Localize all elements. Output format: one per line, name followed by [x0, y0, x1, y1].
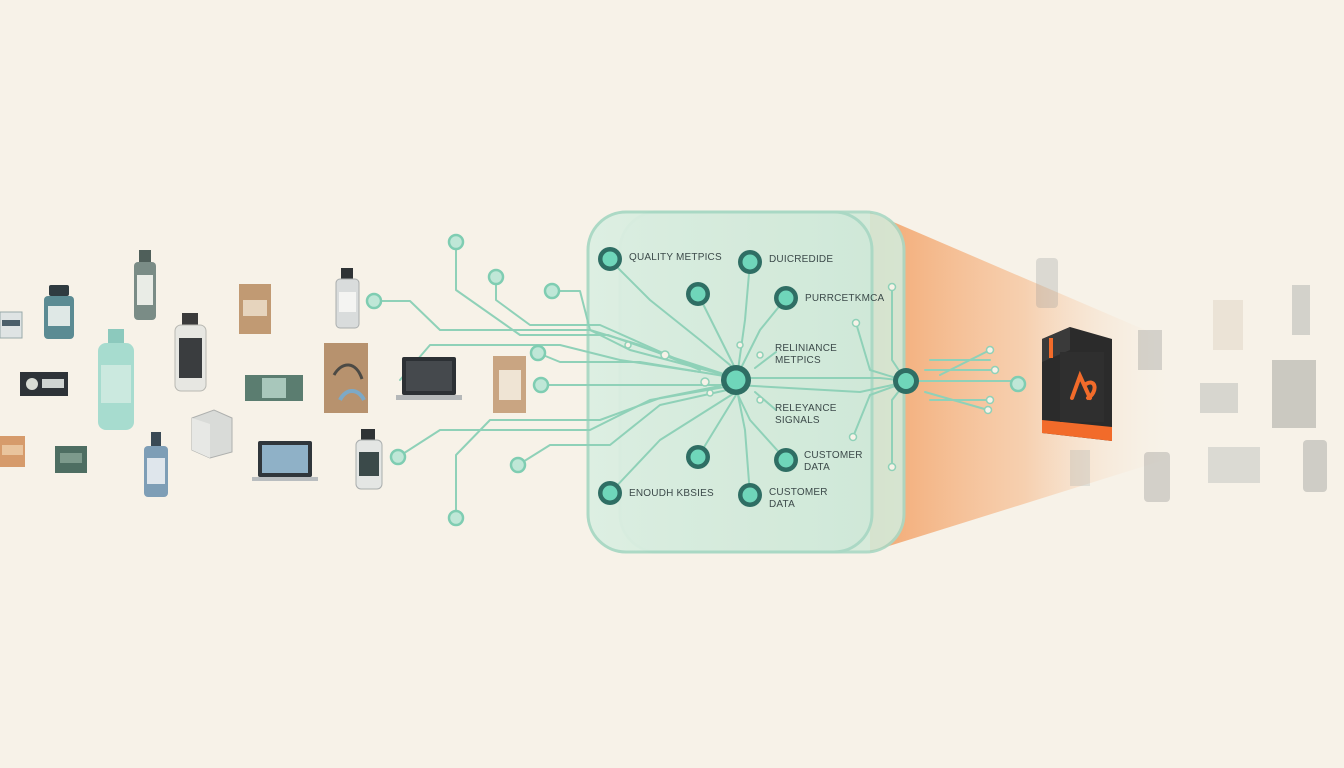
card-icon: [245, 375, 303, 401]
label-customer-data-b-2: DATA: [769, 499, 795, 510]
kraft-bag-icon: [493, 356, 526, 413]
node-customer-data-b: [738, 483, 762, 507]
node: [1009, 375, 1027, 393]
node-center: [721, 365, 751, 395]
node: [509, 456, 527, 474]
node: [532, 376, 550, 394]
box-icon: [191, 409, 233, 459]
outer-nodes: [365, 233, 1027, 527]
brand-box-icon: [1042, 327, 1112, 441]
label-relevance-signals-1: RELEYANCE: [775, 403, 837, 414]
laptop-icon: [252, 441, 318, 481]
node: [389, 448, 407, 466]
box-icon: [55, 446, 87, 473]
label-customer-data-b-1: CUSTOMER: [769, 487, 828, 498]
bottle-icon: [1036, 258, 1058, 308]
circuit-traces: [373, 241, 1019, 519]
node: [365, 292, 383, 310]
bottle-icon: [1138, 330, 1162, 370]
label-customer-data-a-2: DATA: [804, 462, 830, 473]
bottle-icon: [1144, 452, 1170, 502]
hub-nodes: [598, 247, 919, 507]
card-icon: [1292, 285, 1310, 335]
spray-bottle-icon: [144, 432, 168, 497]
laptop-icon: [1208, 447, 1260, 483]
jar-icon: [44, 285, 74, 339]
tiny-terminals: [624, 282, 1000, 472]
label-enough-keys: ENOUDH KBSIES: [629, 488, 714, 499]
label-customer-data-a-1: CUSTOMER: [804, 450, 863, 461]
node: [487, 268, 505, 286]
label-quality-metrics: QUALITY METPICS: [629, 252, 722, 263]
kraft-bag-icon: [239, 284, 271, 334]
node: [543, 282, 561, 300]
box-icon: [1272, 360, 1316, 428]
bottle-icon: [1303, 440, 1327, 492]
card-icon: [0, 436, 25, 467]
hub-labels: QUALITY METPICS DUICREDIDE PURRCETKMCA R…: [629, 252, 885, 510]
card-icon: [1200, 383, 1238, 413]
node-enough-keys: [598, 481, 622, 505]
box-icon: [1213, 300, 1243, 350]
node: [447, 233, 465, 251]
node: [447, 509, 465, 527]
bottle-icon: [335, 268, 360, 329]
bottle-icon: [174, 313, 207, 392]
node: [529, 344, 547, 362]
node-top-right: [738, 250, 762, 274]
kraft-bag-icon: [324, 343, 368, 413]
card-icon: [20, 372, 68, 396]
node-output: [893, 368, 919, 394]
product-icons: [0, 250, 526, 497]
bottle-icon: [134, 250, 156, 320]
card-icon: [1070, 450, 1090, 486]
card-icon: [0, 311, 23, 339]
bottle-icon: [98, 329, 134, 430]
node-customer-data-a: [774, 448, 798, 472]
laptop-icon: [396, 357, 462, 400]
node-quality-metrics: [598, 247, 622, 271]
label-relevance-signals-2: SIGNALS: [775, 415, 820, 426]
label-relevance-metrics-2: METPICS: [775, 355, 821, 366]
label-top-right: DUICREDIDE: [769, 254, 833, 265]
node-left-lower: [686, 445, 710, 469]
node-left-upper: [686, 282, 710, 306]
label-relevance-metrics-1: RELINIANCE: [775, 343, 837, 354]
label-purchase: PURRCETKMCA: [805, 293, 885, 304]
faded-products: [1036, 258, 1327, 502]
bottle-icon: [355, 429, 383, 490]
node-purchase: [774, 286, 798, 310]
